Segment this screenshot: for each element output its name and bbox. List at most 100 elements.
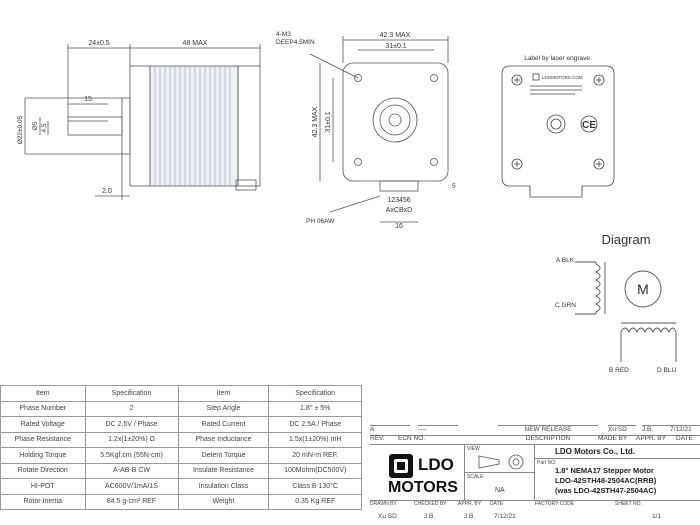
appr-by-value-bottom: J.B. <box>464 513 476 520</box>
ecn-header: ECN NO. <box>398 435 426 442</box>
dim-holes-x: 31±0.1 <box>385 43 406 50</box>
dim-holes-y: 31±0.1 <box>325 111 332 132</box>
spec-cell: Phase Inductance <box>177 431 270 448</box>
drawn-by-value: Xu SD <box>378 513 397 520</box>
checked-by-value: J.B. <box>424 513 436 520</box>
appr-by-value: J.B. <box>642 425 670 435</box>
spec-header: Item <box>177 385 270 402</box>
dim-dia-small: 4.5 <box>41 123 48 132</box>
scale-value: NA <box>495 487 505 494</box>
dim-5: 5 <box>452 183 456 190</box>
coil-ac <box>594 263 601 313</box>
dim-dia-left: Ø22±0.05 <box>17 115 24 144</box>
wire-b-label: B RED <box>609 367 629 374</box>
motor-symbol <box>624 270 662 308</box>
spec-header: Specification <box>84 385 179 402</box>
appr-by-header-bottom: APPR. BY <box>458 501 482 507</box>
motor-symbol-label: M <box>637 281 649 297</box>
spec-cell: Insulate Resistance <box>177 462 270 479</box>
scale-box: SCALE NA <box>465 473 535 500</box>
spec-cell: 1.8° ± 5% <box>268 400 362 417</box>
date-value: 7/12/21 <box>670 425 700 435</box>
label-caption: Label by laser engrave. <box>524 55 592 62</box>
dim-connector: 16 <box>395 223 403 230</box>
pilot-boss <box>372 97 418 143</box>
dim-dia-shaft: Ø5 <box>32 121 39 130</box>
table-row: Rotor Inertia 84.5 g-cm² REF Weight 0.35… <box>0 493 362 510</box>
ecn-value: ---- <box>418 425 458 435</box>
description-header: DESCRIPTION <box>525 435 571 442</box>
dim-flat: 15 <box>84 96 92 103</box>
spec-cell: DC 2.5A / Phase <box>268 416 362 433</box>
coil-bd <box>620 327 677 334</box>
spec-cell: Insulation Class <box>177 478 270 495</box>
spec-table: Item Specification Item Specification Ph… <box>0 385 362 510</box>
sheet-no-value: 1/1 <box>652 513 662 520</box>
made-by-header: MADE BY <box>598 435 628 442</box>
spec-cell: HI-POT <box>0 478 86 495</box>
front-flange <box>129 65 151 187</box>
checked-by-header: CHECKED BY <box>414 501 447 507</box>
spec-cell: Weight <box>177 493 270 510</box>
connector-front <box>379 180 419 192</box>
dim-shaft-length: 24±0.5 <box>88 40 109 47</box>
part-title-1: 1.8° NEMA17 Stepper Motor <box>555 466 654 475</box>
spec-cell: Phase Resistance <box>0 431 86 448</box>
label-face <box>501 65 615 198</box>
spec-cell: DC 2.5V / Phase <box>84 416 179 433</box>
spec-cell: Rotate Direction <box>0 462 86 479</box>
logo-line1: LDO <box>418 455 454 474</box>
mount-hole-br <box>430 158 438 166</box>
spec-cell: 1.2x(1±20%) Ω <box>84 431 179 448</box>
spec-header: Specification <box>268 385 362 402</box>
rev-header: REV. <box>370 435 385 442</box>
spec-cell: 2 <box>84 400 179 417</box>
part-title-2: LDO-42STH48-2504AC(RRB) <box>555 476 657 485</box>
factory-code-value <box>540 513 590 524</box>
spec-cell: 100Mohm(DC500V) <box>268 462 362 479</box>
projection-symbol-icon <box>478 454 524 470</box>
date-header-bottom: DATE <box>490 501 503 507</box>
dim-width: 42.3 MAX <box>380 32 411 39</box>
title-block: A ---- NEW RELEASE Xu SD J.B. 7/12/21 RE… <box>370 405 700 525</box>
company-name: LDO Motors Co., Ltd. <box>535 445 700 459</box>
mount-hole-tr <box>430 74 438 82</box>
wire-c-label: C GRN <box>555 302 576 309</box>
table-row: Holding Torque 5.5Kgf.cm (55N-cm) Detent… <box>0 447 362 464</box>
shaft <box>67 116 123 136</box>
drawn-by-header: DRAWN BY <box>370 501 397 507</box>
dim-height: 42.3 MAX <box>312 106 319 137</box>
logo: LDO MOTORS <box>370 445 465 500</box>
appr-by-header: APPR. BY <box>636 435 666 442</box>
thread-note-1: 4-M3 <box>276 31 291 38</box>
description-value: NEW RELEASE <box>498 425 598 435</box>
svg-text:CE: CE <box>582 120 596 131</box>
connector-side <box>235 179 257 191</box>
spec-cell: Holding Torque <box>0 447 86 464</box>
sheet-no-header: SHEET NO. <box>615 501 642 507</box>
mount-hole-tl <box>354 74 362 82</box>
table-row: Rated Voltage DC 2.5V / Phase Rated Curr… <box>0 416 362 433</box>
thread-note-2: DEEP4.5MIN <box>276 39 315 46</box>
part-title-3: (was LDO-42STH47-2504AC) <box>555 486 657 495</box>
spec-header-row: Item Specification Item Specification <box>0 385 362 402</box>
diagram-title: Diagram <box>601 232 650 247</box>
logo-line2: MOTORS <box>388 479 458 496</box>
boss <box>121 97 131 155</box>
part-no-label: Part NO. <box>537 460 557 466</box>
spec-cell: 1.5x(1±20%) mH <box>268 431 362 448</box>
stator-lamination-lines <box>154 66 231 186</box>
view-label: VIEW <box>467 446 480 452</box>
dim-body-length: 48 MAX <box>183 40 208 47</box>
spec-cell: Class B 130°C <box>268 478 362 495</box>
rev-value: A <box>370 425 410 435</box>
spec-cell: 84.5 g-cm² REF <box>84 493 179 510</box>
spec-cell: AC600V/1mA/1S <box>84 478 179 495</box>
wire-a-label: A BLK <box>556 257 575 264</box>
connector-label: PH 06AW <box>306 218 335 225</box>
date-value-bottom: 7/12/21 <box>494 513 516 520</box>
connector-wires: AxCBxD <box>386 207 412 214</box>
spec-cell: Rotor Inertia <box>0 493 86 510</box>
mount-hole-bl <box>354 158 362 166</box>
